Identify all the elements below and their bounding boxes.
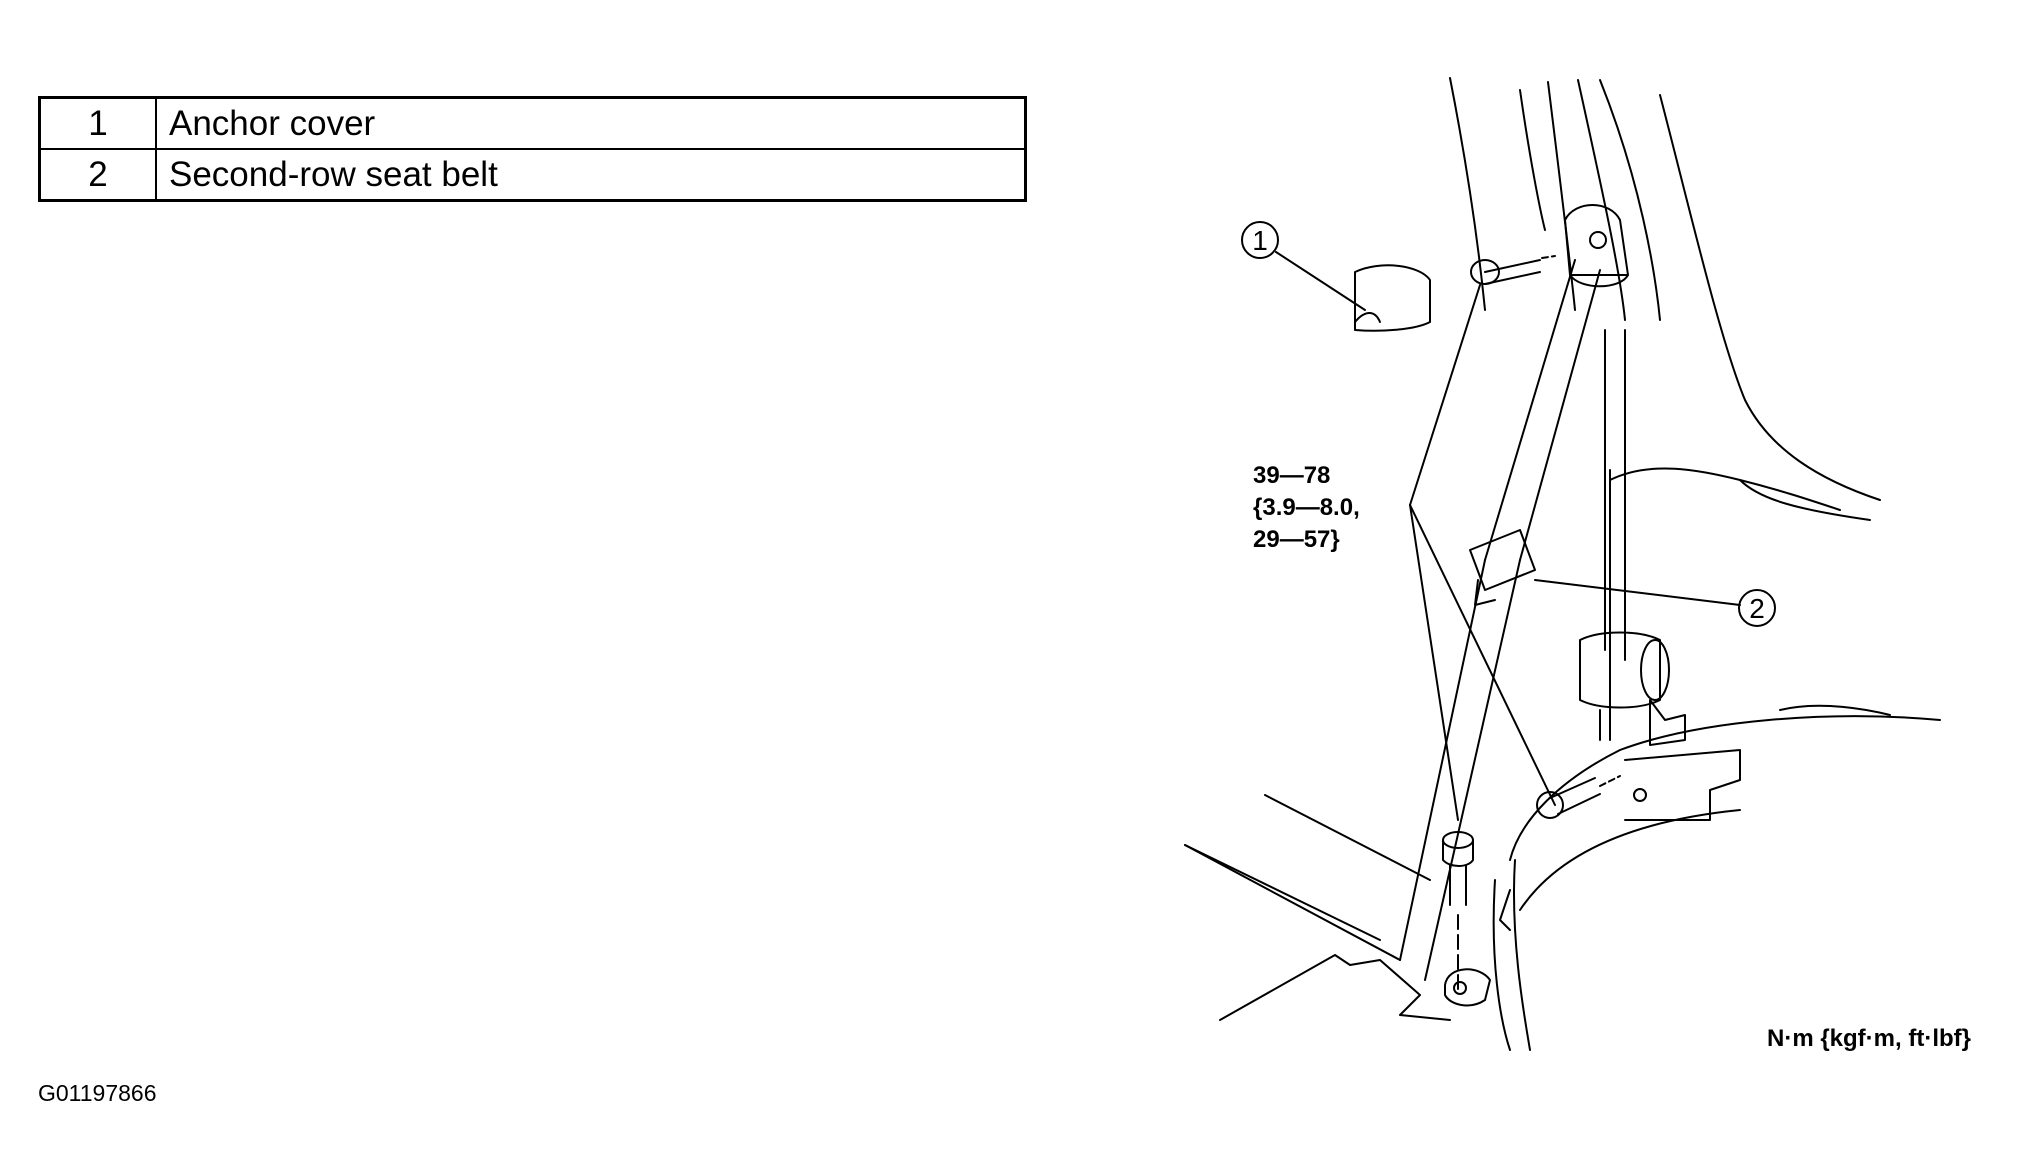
legend-number: 2	[38, 148, 157, 202]
floor-lines	[1184, 704, 1941, 1051]
upper-bolt	[1470, 255, 1556, 285]
callout-1-label: 1	[1252, 225, 1268, 256]
legend-number: 1	[38, 96, 157, 150]
torque-line-3: 29—57}	[1253, 526, 1340, 553]
anchor-cover	[1354, 264, 1431, 332]
callout-2-label: 2	[1749, 593, 1765, 624]
retractor-bolt	[1536, 775, 1621, 819]
legend-row: 1 Anchor cover	[38, 96, 1027, 150]
torque-spec: 39—78 {3.9—8.0, 29—57}	[1253, 460, 1360, 556]
figure-id: G01197866	[38, 1080, 157, 1106]
seat-belt-webbing	[1399, 259, 1626, 981]
torque-line-2: {3.9—8.0,	[1253, 494, 1360, 521]
seat-belt-diagram: 1 2	[1184, 77, 1941, 1051]
legend-row: 2 Second-row seat belt	[38, 148, 1027, 202]
pillar-lines	[1449, 77, 1881, 741]
leader-lines	[1275, 251, 1741, 821]
callout-1: 1	[1241, 221, 1279, 259]
callout-2: 2	[1738, 589, 1776, 627]
upper-anchor	[1564, 204, 1629, 288]
torque-line-1: 39—78	[1253, 462, 1331, 489]
legend-description: Anchor cover	[155, 96, 1027, 150]
lower-anchor	[1444, 968, 1491, 1007]
tongue-plate	[1469, 529, 1536, 606]
legend-description: Second-row seat belt	[155, 148, 1027, 202]
torque-unit-label: N·m {kgf·m, ft·lbf}	[1767, 1025, 1971, 1052]
parts-legend-table: 1 Anchor cover 2 Second-row seat belt	[38, 96, 1027, 202]
floor-bolt	[1442, 831, 1474, 991]
lower-bracket	[1624, 749, 1741, 821]
retractor	[1579, 631, 1686, 746]
